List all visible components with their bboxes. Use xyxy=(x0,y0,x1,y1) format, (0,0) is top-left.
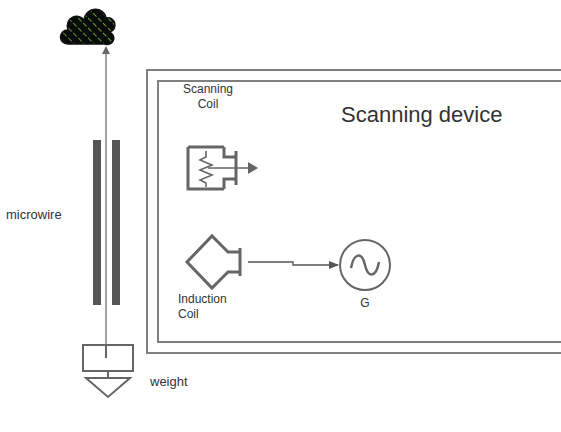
cloud xyxy=(61,9,115,44)
variable-resistor-symbol xyxy=(178,117,268,197)
coil-label: Scanning Coil xyxy=(178,82,238,112)
generator-label: G xyxy=(338,296,392,310)
coil-label: Induction Coil xyxy=(178,292,244,322)
scanning-coil: Scanning Coil xyxy=(178,82,268,197)
device-box: Scanning device Scanning CoilInduction Co… xyxy=(157,80,561,343)
coil-symbol xyxy=(182,232,248,292)
microwire-bar xyxy=(93,140,101,305)
generator-circle: G xyxy=(338,238,392,314)
device-frame xyxy=(147,70,561,353)
device-title: Scanning device xyxy=(341,102,502,128)
induction-coil: Induction Coil xyxy=(182,232,248,327)
part-label: microwire xyxy=(6,207,62,222)
weight-hook xyxy=(105,345,107,358)
part-label: weight xyxy=(150,374,188,389)
signal-arrow xyxy=(248,262,338,265)
weight-triangle xyxy=(86,378,130,397)
thread-line xyxy=(105,50,106,345)
microwire-bar xyxy=(112,140,120,305)
generator-symbol xyxy=(338,238,392,292)
weight-box xyxy=(83,345,133,371)
weight-stem xyxy=(107,371,109,378)
